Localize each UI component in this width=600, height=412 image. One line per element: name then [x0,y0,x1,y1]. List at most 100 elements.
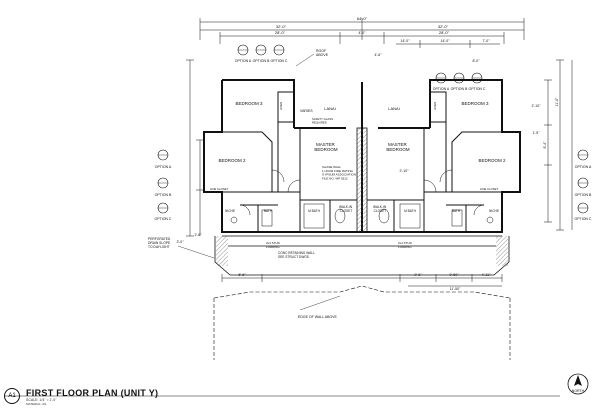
note-stud-furring-left: 2x4 STUD FURRING [266,241,281,249]
plumbing-fixtures [230,203,494,229]
dim-d17: 11'-50" [450,287,461,291]
dim-d7: 7'-0" [483,39,491,43]
room-mbath-right: M BATH [404,209,417,213]
plan-scale: SCALE: 1/4" = 1'-0" [26,398,57,402]
dim-d3: 14'-0" [441,39,451,43]
stud-l-l1: 2x4 STUD [266,241,281,245]
dim-d9: 2'-10" [532,104,542,108]
room-bedroom3-left: BEDROOM 3 [235,101,263,106]
room-walkin-left: WALK-IN CLOSET [339,205,353,213]
chase-l2: 1 HOUR FIRE RATING [322,169,354,173]
dim-d15: 4'-11" [482,273,491,277]
dim-d11: 8'-4" [543,141,547,149]
room-master-right: MASTER BEDROOM [386,142,410,152]
chase-l3: GYPSUM ASSOCIATION [322,173,356,177]
note-safety-glass: SAFETY GLASS REQUIRED [312,117,334,125]
interior-walls [222,91,502,232]
dim-d6: 8'-0" [473,59,481,63]
room-niche-left: NICHE [225,209,235,213]
chase-wall [356,127,368,233]
dim-d18: 3'-0" [177,240,185,244]
option-top-a: OPTION A [235,59,252,63]
chase-l1: CHASE WALL [322,165,342,169]
dim-d2: 14'-0" [401,39,411,43]
stud-l-l2: FURRING [266,245,280,249]
bottom-dimensions [221,274,503,287]
plan-title: FIRST FLOOR PLAN (UNIT Y) [26,388,159,398]
perforated-leader [177,245,215,259]
perf-l1: PERFORATED [148,237,171,241]
note-line-closet-right: LINE CLOSET [480,187,498,191]
room-bedroom2-left: BEDROOM 2 [218,158,246,163]
dim-d12: 5'-6" [239,273,247,277]
room-master-right-l2: BEDROOM [386,147,410,152]
safety-l1: SAFETY GLASS [312,117,333,121]
room-walkin-right: WALK-IN CLOSET [373,205,387,213]
option-right-a: OPTION A [575,165,592,169]
dim-right-half: 32'-0" [438,24,449,29]
option-left-a: OPTION A [155,165,172,169]
walkin-left-l2: CLOSET [340,209,353,213]
room-master-left: MASTER BEDROOM [314,142,338,152]
left-dimensions [186,59,204,237]
room-master-right-l1: MASTER [388,142,408,147]
plan-sub: MATERIAL: AS [26,402,47,406]
walkin-right-l2: CLOSET [374,209,387,213]
retaining-hatch-right [496,236,508,266]
right-dimensions [544,59,573,231]
roof-leader [295,53,315,67]
sheet-tag: A1 [4,388,20,404]
room-lanai-right: LANAI [388,106,400,111]
conc-l1: CONC RETAINING WALL [278,251,315,255]
stud-r-l1: 2x4 STUD [398,241,413,245]
option-top-b: OPTION B [253,59,270,63]
option-right-c: OPTION C [575,217,592,221]
dim-d1: 4'-0" [359,31,367,35]
option-top-right-c: OPTION C [469,87,486,91]
edge-leader [299,295,341,311]
dim-d14: 9'-50" [450,273,460,277]
note-linen-right: LINEN [433,102,437,110]
dim-overall: 64'-0" [357,16,368,21]
note-perforated: PERFORATED DRAIN SLOPE TO DAYLIGHT [148,237,171,249]
room-bath-left: BATH [264,209,273,213]
door-swings [239,169,485,216]
dim-d16: 2'-6" [195,233,203,237]
room-niche-right: NICHE [489,209,499,213]
room-mbath-left: M BATH [308,209,321,213]
dim-d4: 4'-6" [375,53,383,57]
note-linen-left: LINEN [279,102,283,110]
room-bedroom3-right: BEDROOM 3 [461,101,489,106]
option-top-right-a: OPTION A [433,87,450,91]
room-master-left-l1: MASTER [316,142,336,147]
perf-l2: DRAIN SLOPE [148,241,171,245]
note-stud-furring-right: 2x4 STUD FURRING [398,241,413,249]
note-edge-wall: EDGE OF WALL ABOVE [298,315,338,319]
room-lanai-left: LANAI [324,106,336,111]
walkin-left-l1: WALK-IN [339,205,353,209]
option-left-b: OPTION B [155,193,172,197]
dim-left-half: 32'-0" [276,24,287,29]
note-roof-above: ROOF ABOVE [316,49,329,57]
roof-above-l1: ROOF [316,49,326,53]
note-chase-wall: CHASE WALL 1 HOUR FIRE RATING GYPSUM ASS… [322,165,357,180]
room-master-left-l2: BEDROOM [314,147,338,152]
stud-r-l2: FURRING [398,245,412,249]
room-bedroom2-right: BEDROOM 2 [478,158,506,163]
dim-d8: 11'-0" [555,97,559,106]
retaining-hatch-left [216,236,228,266]
perf-l3: TO DAYLIGHT [148,245,170,249]
dim-d10: 1'-5" [533,131,541,135]
top-dimensions [199,18,525,48]
north-label: NORTH [572,389,585,393]
dim-d13: 9'-6" [415,273,423,277]
roof-above-l2: ABOVE [316,53,329,57]
option-top-c: OPTION C [271,59,288,63]
side-option-bubbles [157,149,589,214]
north-arrow-icon: NORTH [567,373,589,395]
option-top-right-b: OPTION B [451,87,468,91]
safety-l2: REQUIRED [312,121,327,125]
room-bath-right: BATH [452,209,461,213]
